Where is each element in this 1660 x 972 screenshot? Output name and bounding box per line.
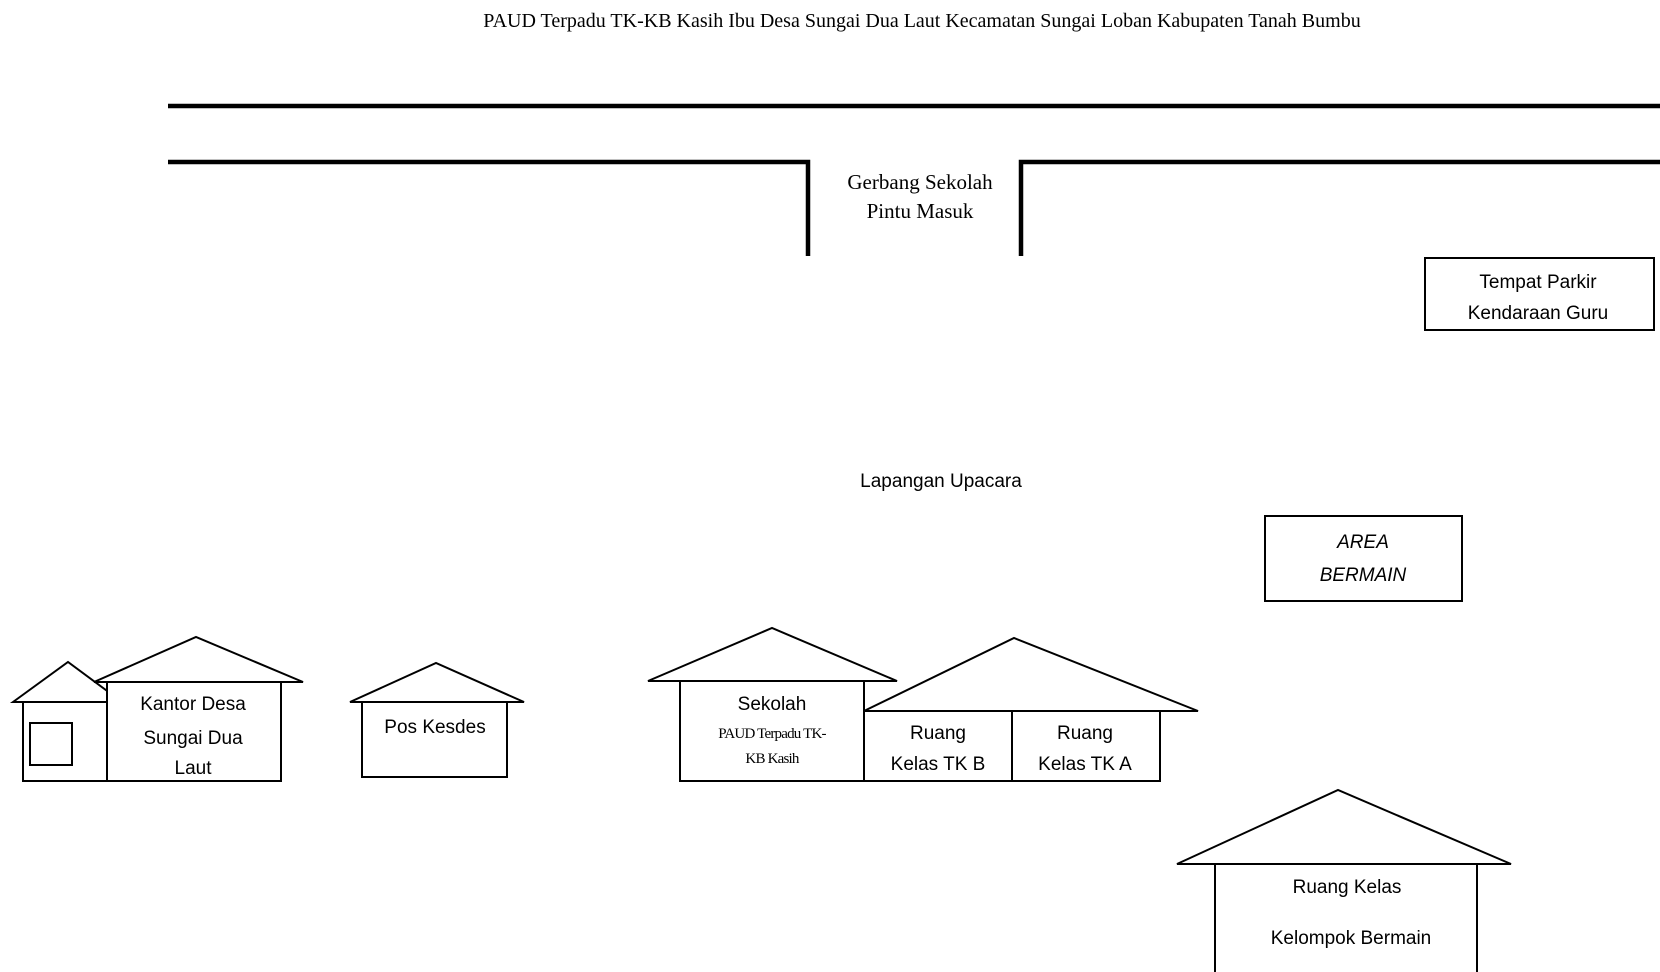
fence-right — [1018, 159, 1660, 256]
gate-label-line2: Pintu Masuk — [867, 199, 974, 223]
village-office-label-line2: Sungai Dua — [143, 728, 243, 749]
small-house-window — [29, 722, 73, 766]
playgroup-classroom-roof — [1176, 788, 1512, 865]
play-area-label-line2: BERMAIN — [1320, 565, 1407, 586]
village-office-label-line1: Kantor Desa — [140, 694, 246, 715]
small-house-building — [9, 660, 126, 782]
school-gate: Gerbang Sekolah Pintu Masuk — [847, 170, 993, 223]
class-tka-label-line1: Ruang — [1057, 723, 1113, 744]
school-label-line1: Sekolah — [738, 694, 807, 715]
class-tka-room — [1011, 710, 1161, 782]
parking-label-line2: Kendaraan Guru — [1468, 303, 1609, 324]
play-area-label-line1: AREA — [1336, 532, 1389, 553]
village-office-roof — [93, 635, 304, 683]
fence-left — [168, 159, 811, 256]
class-tkb-label-line1: Ruang — [910, 723, 966, 744]
tk-classrooms-roof — [863, 636, 1199, 712]
class-tkb-label-line2: Kelas TK B — [891, 754, 986, 775]
tk-classrooms-building: Ruang Kelas TK B Ruang Kelas TK A — [863, 636, 1199, 782]
school-label-line2: PAUD Terpadu TK- — [718, 726, 826, 742]
school-building: Sekolah PAUD Terpadu TK- KB Kasih — [647, 626, 898, 782]
playgroup-classroom-label-line2: Kelompok Bermain — [1271, 928, 1432, 949]
ceremony-field-label: Lapangan Upacara — [860, 471, 1022, 492]
gate-label-line1: Gerbang Sekolah — [847, 170, 993, 194]
school-roof — [647, 626, 898, 682]
village-office-building: Kantor Desa Sungai Dua Laut — [93, 635, 304, 782]
health-post-wall — [361, 701, 508, 778]
health-post-roof — [349, 661, 525, 703]
parking-box — [1424, 257, 1655, 331]
play-area: AREA BERMAIN — [1264, 515, 1463, 602]
parking-label-line1: Tempat Parkir — [1479, 272, 1597, 293]
playgroup-classroom-building: Ruang Kelas Kelompok Bermain — [1176, 788, 1512, 972]
playgroup-classroom-wall — [1214, 863, 1478, 972]
road-boundary — [168, 103, 1660, 256]
teacher-parking: Tempat Parkir Kendaraan Guru — [1424, 257, 1655, 331]
diagram-title: PAUD Terpadu TK-KB Kasih Ibu Desa Sungai… — [483, 10, 1360, 32]
school-label-line3: KB Kasih — [745, 751, 799, 767]
play-area-box — [1264, 515, 1463, 602]
class-tka-label-line2: Kelas TK A — [1038, 754, 1132, 775]
health-post-building: Pos Kesdes — [349, 661, 525, 778]
playgroup-classroom-label-line1: Ruang Kelas — [1293, 877, 1402, 898]
village-office-label-line3: Laut — [175, 758, 213, 779]
health-post-label: Pos Kesdes — [384, 717, 485, 738]
